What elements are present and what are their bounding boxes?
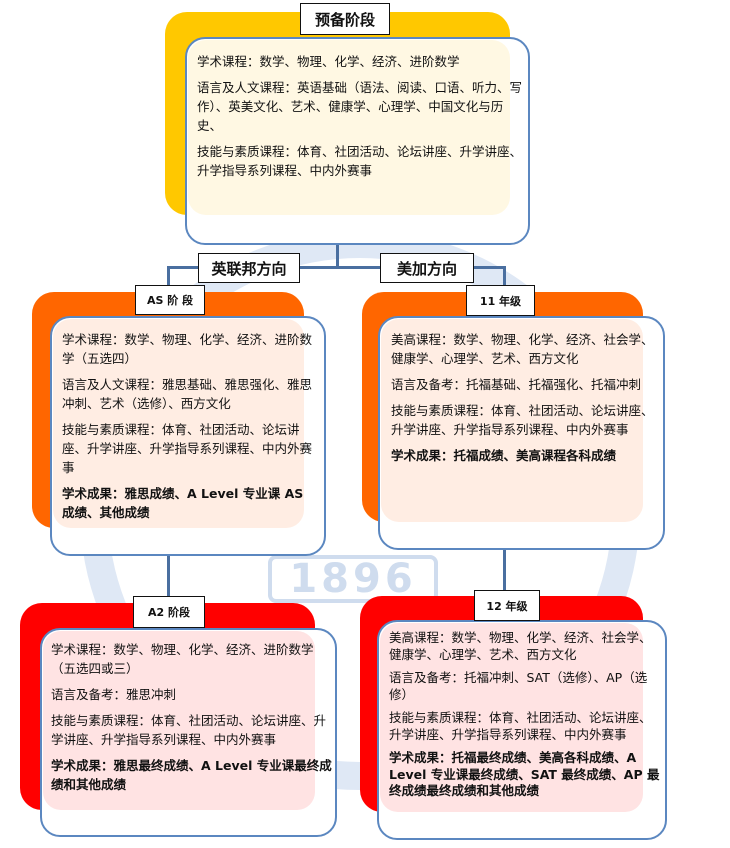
a2-card-fill	[43, 631, 315, 810]
prep-card-fill	[188, 40, 510, 215]
branch-uk-label: 英联邦方向	[198, 253, 300, 283]
prep-line: 学术课程：数学、物理、化学、经济、进阶数学	[197, 54, 460, 69]
connector	[503, 549, 506, 591]
g12-content: 美高课程：数学、物理、化学、经济、社会学、健康学、心理学、艺术、西方文化 语言及…	[389, 630, 661, 807]
g12-line: 美高课程：数学、物理、化学、经济、社会学、健康学、心理学、艺术、西方文化	[389, 630, 652, 662]
a2-title: A2 阶段	[133, 596, 205, 628]
a2-line: 语言及备考：雅思冲刺	[51, 687, 177, 702]
g11-line: 美高课程：数学、物理、化学、经济、社会学、健康学、心理学、艺术、西方文化	[391, 332, 654, 366]
as-content: 学术课程：数学、物理、化学、经济、进阶数学（五选四） 语言及人文课程：雅思基础、…	[62, 330, 320, 529]
as-line: 技能与素质课程：体育、社团活动、论坛讲座、升学讲座、升学指导系列课程、中内外赛事	[62, 422, 313, 475]
prep-line: 语言及人文课程：英语基础（语法、阅读、口语、听力、写作）、英美文化、艺术、健康学…	[197, 80, 523, 133]
as-result: 学术成果：雅思成绩、A Level 专业课 AS 成绩、其他成绩	[62, 486, 304, 520]
a2-content: 学术课程：数学、物理、化学、经济、进阶数学（五选四或三） 语言及备考：雅思冲刺 …	[51, 640, 333, 801]
connector	[167, 555, 170, 597]
g11-content: 美高课程：数学、物理、化学、经济、社会学、健康学、心理学、艺术、西方文化 语言及…	[391, 330, 659, 472]
g12-line: 语言及备考：托福冲刺、SAT（选修）、AP（选修）	[389, 670, 648, 702]
prep-title: 预备阶段	[300, 3, 390, 35]
connector	[503, 266, 506, 290]
connector	[167, 266, 506, 269]
as-card-fill	[53, 319, 304, 528]
g12-card-fill	[380, 623, 643, 812]
as-line: 学术课程：数学、物理、化学、经济、进阶数学（五选四）	[62, 332, 313, 366]
watermark-year: 1896	[268, 555, 438, 603]
a2-result: 学术成果：雅思最终成绩、A Level 专业课最终成绩和其他成绩	[51, 758, 332, 792]
connector	[167, 266, 170, 290]
g11-card-fill	[381, 319, 643, 522]
as-title: AS 阶 段	[135, 285, 205, 315]
branch-us-label: 美加方向	[380, 253, 474, 283]
g12-title: 12 年级	[474, 590, 540, 621]
g11-line: 语言及备考：托福基础、托福强化、托福冲刺	[391, 377, 642, 392]
prep-content: 学术课程：数学、物理、化学、经济、进阶数学 语言及人文课程：英语基础（语法、阅读…	[197, 52, 522, 187]
a2-line: 技能与素质课程：体育、社团活动、论坛讲座、升学讲座、升学指导系列课程、中内外赛事	[51, 713, 327, 747]
as-line: 语言及人文课程：雅思基础、雅思强化、雅思冲刺、艺术（选修）、西方文化	[62, 377, 313, 411]
a2-line: 学术课程：数学、物理、化学、经济、进阶数学（五选四或三）	[51, 642, 314, 676]
g12-result: 学术成果：托福最终成绩、美高各科成绩、A Level 专业课最终成绩、SAT 最…	[389, 750, 660, 798]
g11-title: 11 年级	[466, 285, 535, 316]
prep-line: 技能与素质课程：体育、社团活动、论坛讲座、升学讲座、升学指导系列课程、中内外赛事	[197, 144, 523, 178]
g12-line: 技能与素质课程：体育、社团活动、论坛讲座、升学讲座、升学指导系列课程、中内外赛事	[389, 710, 652, 742]
connector	[336, 244, 339, 268]
g11-result: 学术成果：托福成绩、美高课程各科成绩	[391, 448, 617, 463]
g11-line: 技能与素质课程：体育、社团活动、论坛讲座、升学讲座、升学指导系列课程、中内外赛事	[391, 403, 654, 437]
